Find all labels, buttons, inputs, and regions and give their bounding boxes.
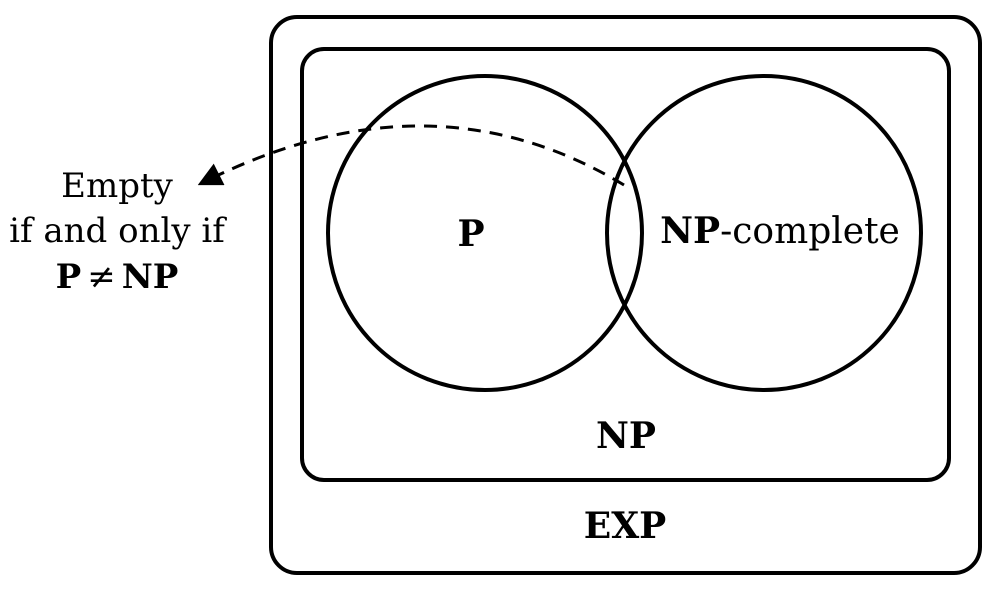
np-complete-label-suffix: -complete <box>720 211 900 252</box>
annotation-p: P <box>56 257 82 297</box>
annotation-not-equal: ≠ <box>87 257 116 297</box>
p-label: P <box>457 213 484 255</box>
np-complete-circle <box>605 74 923 392</box>
p-circle <box>326 74 644 392</box>
exp-label: EXP <box>584 505 666 547</box>
annotation-np: NP <box>122 257 179 297</box>
np-label: NP <box>596 415 656 457</box>
annotation-line-2: if and only if <box>9 211 227 251</box>
annotation-line-3: P≠NP <box>56 257 179 297</box>
np-complete-label: NP-complete <box>660 210 900 252</box>
exp-region-box <box>269 15 982 575</box>
np-region-box <box>300 47 951 482</box>
dashed-arrow <box>197 124 625 187</box>
np-complete-label-bold: NP <box>660 210 720 252</box>
annotation-line-1: Empty <box>61 166 173 206</box>
